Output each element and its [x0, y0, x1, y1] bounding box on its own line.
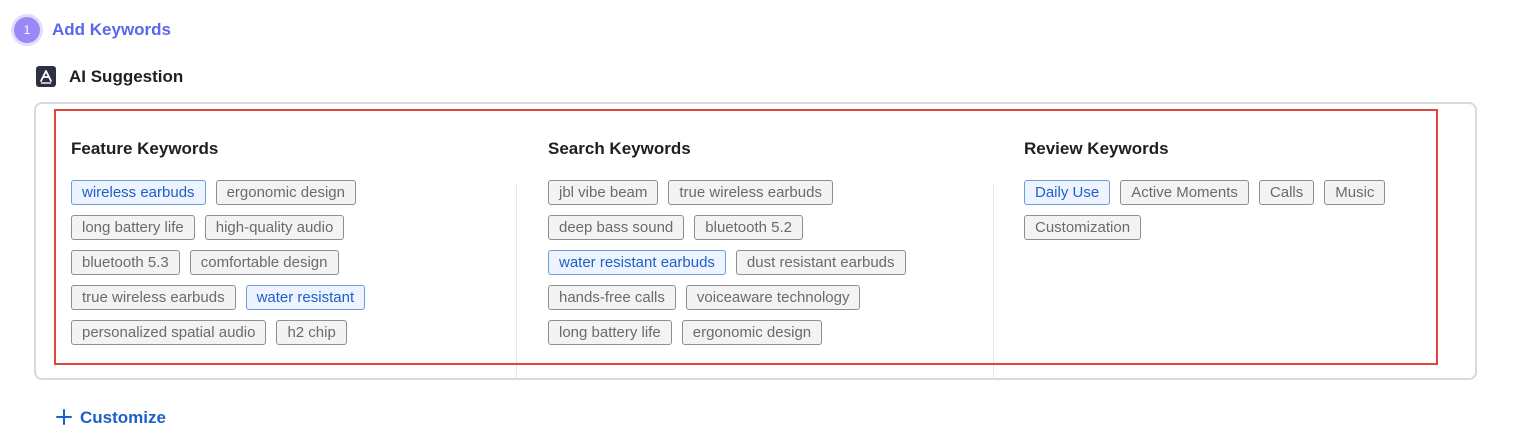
keyword-tag[interactable]: true wireless earbuds — [71, 285, 236, 310]
keyword-tag[interactable]: ergonomic design — [681, 320, 823, 345]
step-number-badge: 1 — [14, 17, 40, 43]
keyword-tag[interactable]: hands-free calls — [548, 285, 676, 310]
search-keywords-tags: jbl vibe beam true wireless earbuds deep b… — [548, 180, 960, 345]
keyword-tag[interactable]: long battery life — [548, 320, 672, 345]
keyword-tag[interactable]: ergonomic design — [215, 180, 356, 205]
feature-keywords-column: Feature Keywords wireless earbuds ergonom… — [71, 138, 401, 345]
feature-keywords-title: Feature Keywords — [71, 139, 219, 158]
keyword-tag[interactable]: jbl vibe beam — [548, 180, 659, 205]
keyword-tag[interactable]: Daily Use — [1024, 180, 1111, 205]
keyword-tag[interactable]: Calls — [1258, 180, 1315, 205]
suggestion-panel — [34, 102, 1477, 380]
keyword-tag[interactable]: personalized spatial audio — [71, 320, 267, 345]
column-divider — [516, 183, 517, 379]
keyword-tag[interactable]: deep bass sound — [548, 215, 685, 240]
keyword-tag[interactable]: bluetooth 5.2 — [694, 215, 804, 240]
keyword-tag[interactable]: Music — [1324, 180, 1386, 205]
review-keywords-title: Review Keywords — [1024, 139, 1169, 158]
keyword-tag[interactable]: Active Moments — [1120, 180, 1249, 205]
keyword-tag[interactable]: dust resistant earbuds — [735, 250, 906, 275]
keyword-tag[interactable]: water resistant — [245, 285, 366, 310]
keyword-tag[interactable]: h2 chip — [276, 320, 347, 345]
step-title: Add Keywords — [52, 20, 172, 39]
feature-keywords-tags: wireless earbuds ergonomic design long bat… — [71, 180, 401, 345]
ai-suggestion-title: AI Suggestion — [69, 66, 184, 86]
ai-letter-icon — [36, 66, 56, 87]
search-keywords-title: Search Keywords — [548, 139, 691, 158]
keyword-tag[interactable]: true wireless earbuds — [668, 180, 833, 205]
keyword-tag[interactable]: comfortable design — [189, 250, 339, 275]
search-keywords-column: Search Keywords jbl vibe beam true wirele… — [548, 138, 960, 345]
customize-button[interactable]: Customize — [56, 408, 166, 428]
column-divider — [993, 183, 994, 379]
keyword-tag[interactable]: long battery life — [71, 215, 195, 240]
keyword-tag[interactable]: voiceaware technology — [685, 285, 861, 310]
ai-suggestion-header: AI Suggestion — [36, 66, 183, 87]
step-header: 1 Add Keywords — [14, 17, 171, 43]
keyword-tag[interactable]: wireless earbuds — [71, 180, 206, 205]
keyword-tag[interactable]: high-quality audio — [204, 215, 345, 240]
keyword-tag[interactable]: bluetooth 5.3 — [71, 250, 180, 275]
plus-icon — [56, 408, 72, 428]
keyword-tag[interactable]: Customization — [1024, 215, 1142, 240]
customize-label: Customize — [80, 408, 166, 427]
keyword-tag[interactable]: water resistant earbuds — [548, 250, 726, 275]
